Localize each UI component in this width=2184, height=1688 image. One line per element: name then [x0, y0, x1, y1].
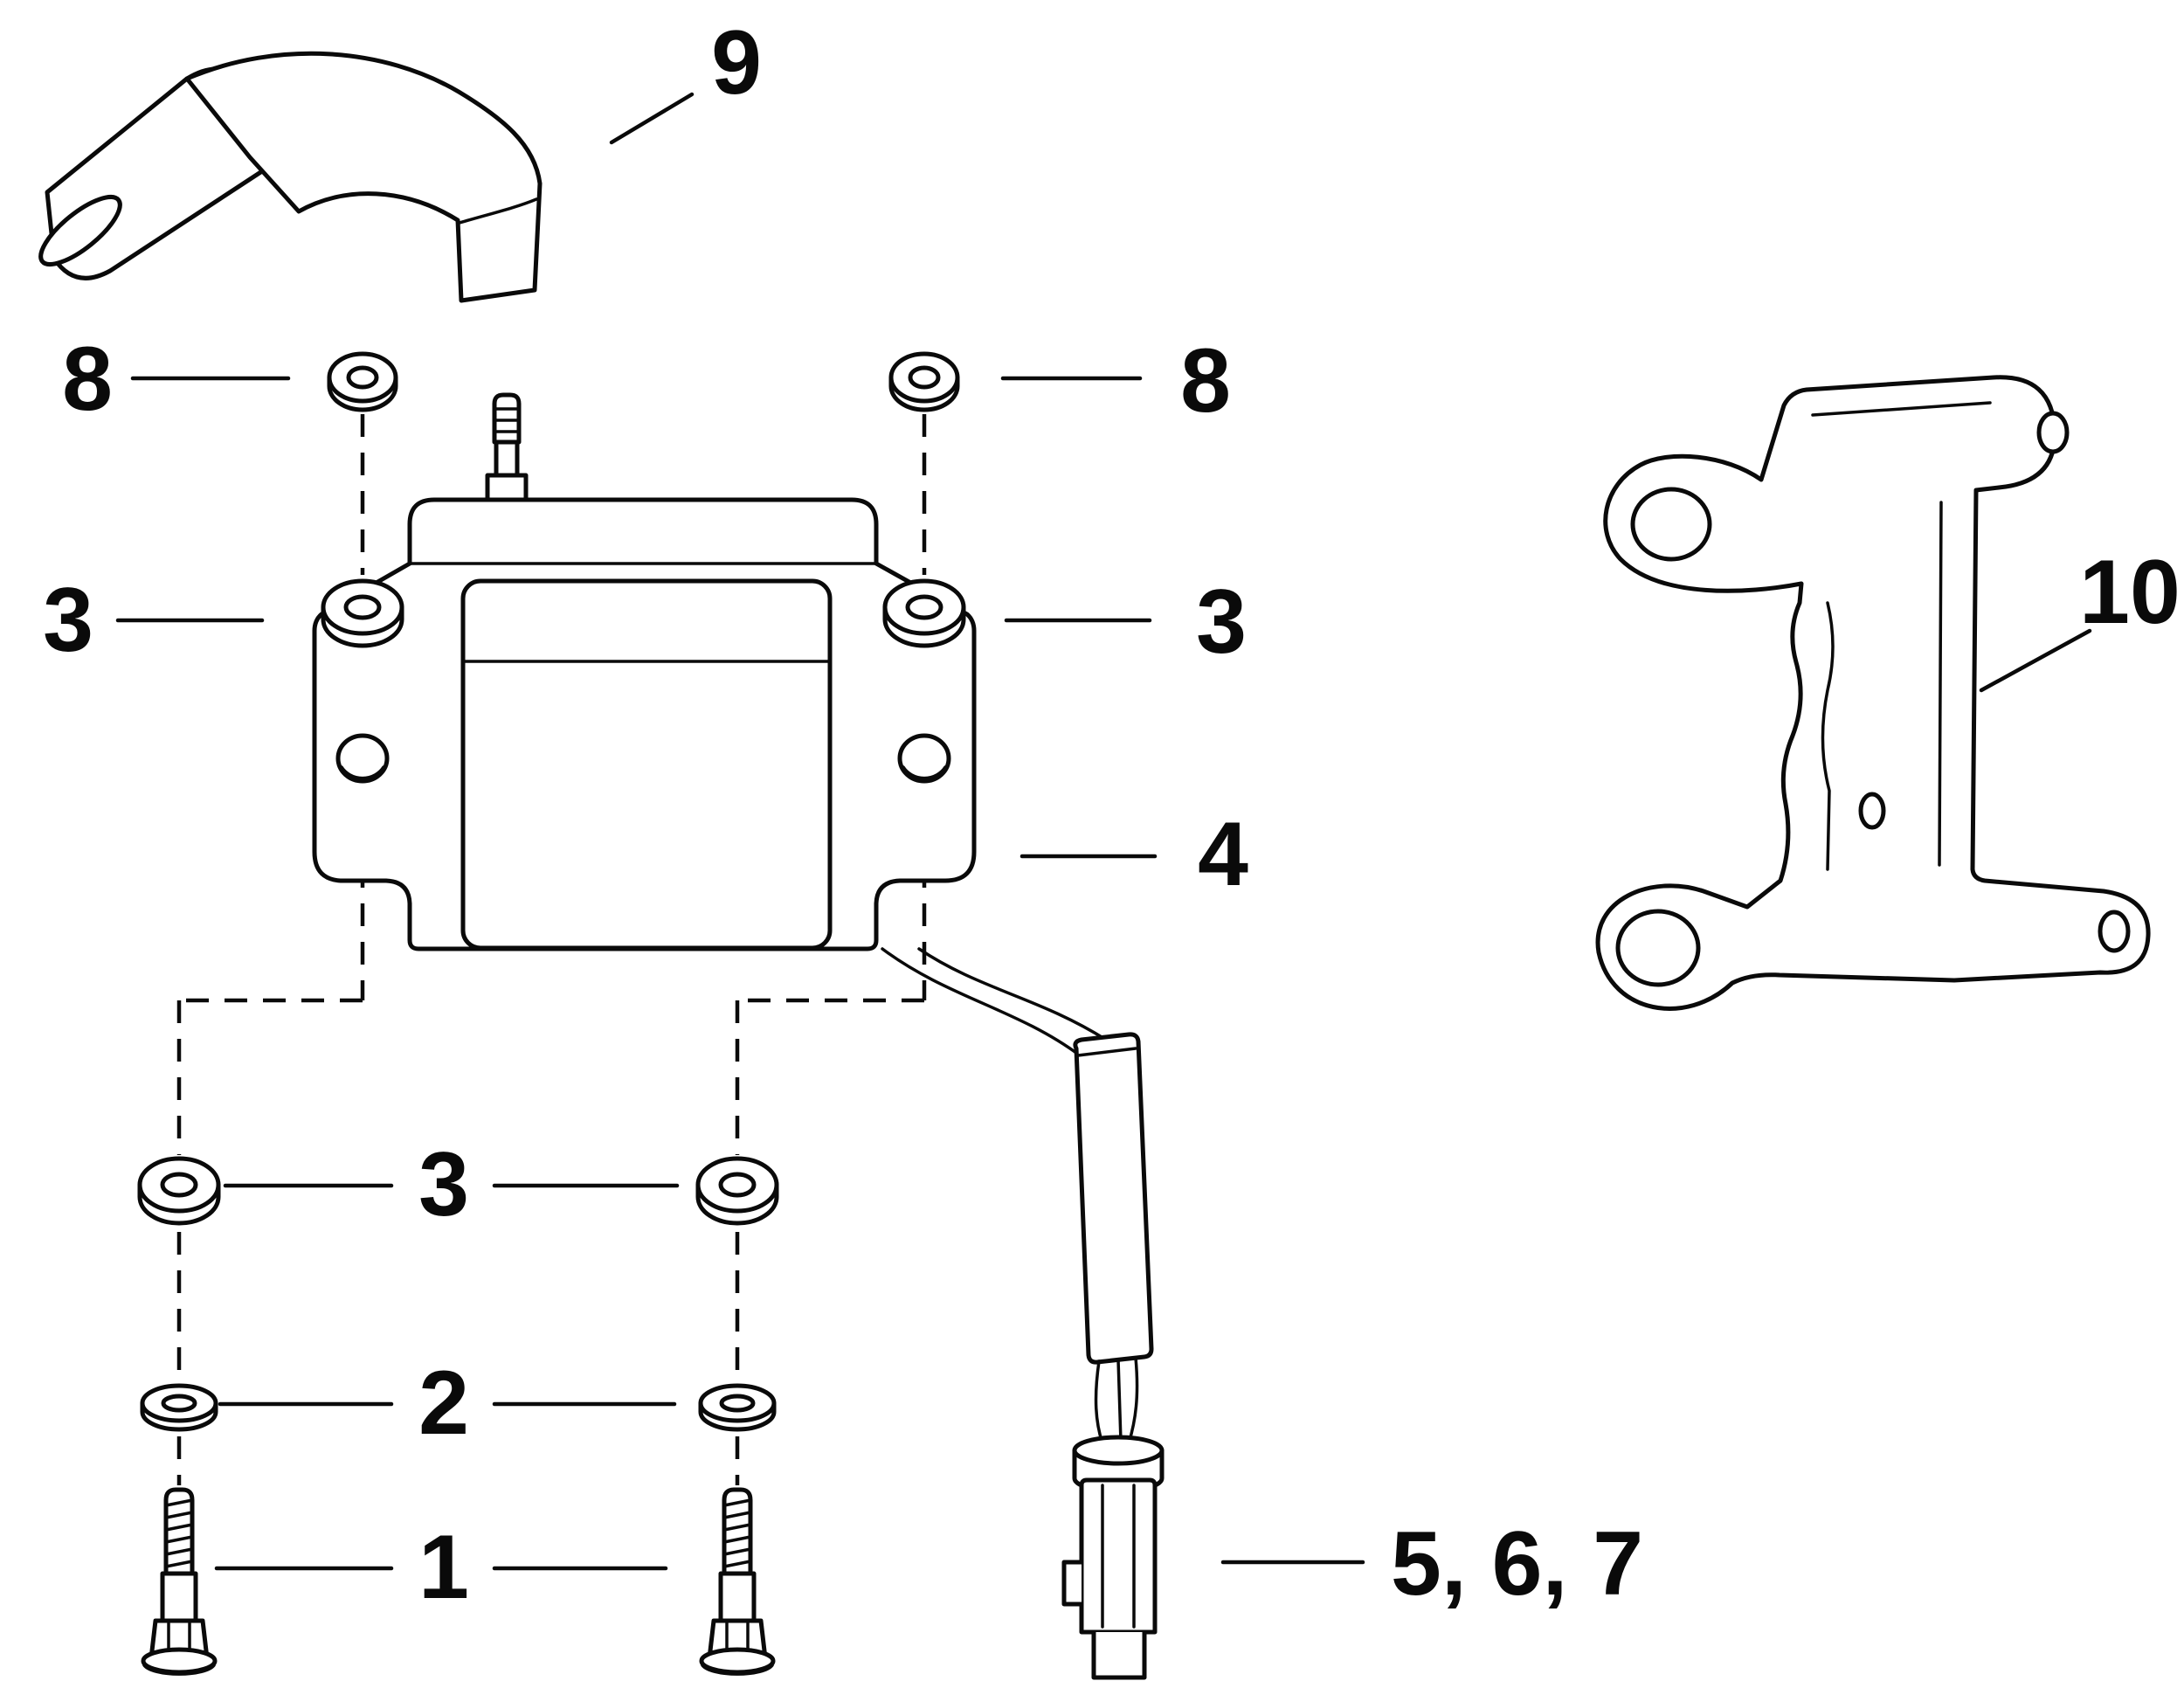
- screw-1-left: [143, 1490, 215, 1674]
- coil-mount-hole-right: [897, 733, 951, 784]
- boot-body: [184, 51, 543, 303]
- bracket-arm-inner-edge: [1811, 401, 1992, 417]
- connector-tip: [1091, 1629, 1147, 1680]
- bracket-hole-arm: [2036, 411, 2070, 454]
- callout-3-upper-left: 3: [43, 570, 93, 671]
- connector-body: [1079, 1477, 1158, 1635]
- coil-stud: [485, 392, 529, 502]
- connector-latch-tab: [1061, 1560, 1084, 1607]
- bracket-outline: [1595, 375, 2151, 1011]
- bracket-inner-contour-right: [1938, 501, 1943, 867]
- coil-mount-hole-left-shadow: [340, 765, 385, 780]
- grommet-3-upper-left: [323, 581, 402, 646]
- washer-8-right: [891, 354, 957, 410]
- leader-item9: [609, 92, 695, 145]
- spark-plug-boot: [38, 51, 543, 303]
- callout-4: 4: [1198, 804, 1248, 905]
- wire-outer: [881, 947, 1082, 1057]
- callout-8-right: 8: [1180, 330, 1231, 432]
- assembly-dashed-lines: [176, 414, 927, 1485]
- callout-5-6-7: 5, 6, 7: [1391, 1513, 1643, 1615]
- wire-strands: [1094, 1356, 1139, 1445]
- callout-2: 2: [418, 1352, 469, 1454]
- connector-body-ribs: [1101, 1484, 1136, 1629]
- bracket-hole-top-left: [1630, 487, 1712, 562]
- screw-1-right: [702, 1490, 773, 1674]
- leader-item10: [1979, 628, 2092, 693]
- coil-front-face: [460, 578, 833, 951]
- coil-lead-wire: [881, 947, 1154, 1445]
- callout-1: 1: [418, 1517, 469, 1618]
- callout-10: 10: [2079, 542, 2181, 643]
- grommet-3-lower-left: [140, 1159, 218, 1223]
- grommet-3-lower-right: [698, 1159, 777, 1223]
- washer-2-right: [701, 1386, 774, 1429]
- washer-8-left: [329, 354, 396, 410]
- boot-crease: [458, 197, 538, 225]
- connector-plug: [1061, 1435, 1165, 1680]
- dashed-line-left-upper: [179, 414, 365, 1003]
- boot-cap-opening: [38, 194, 122, 267]
- coil-mount-hole-left: [335, 733, 390, 784]
- bracket-hole-foot: [2098, 910, 2131, 953]
- wire-sleeve-top-edge: [1076, 1047, 1137, 1057]
- ignition-coil: [312, 392, 977, 951]
- grommet-3-upper-right: [885, 581, 964, 646]
- callout-3-upper-right: 3: [1196, 571, 1247, 673]
- callout-3-lower: 3: [418, 1134, 469, 1235]
- callout-9: 9: [711, 12, 762, 114]
- washer-2-left: [142, 1386, 216, 1429]
- connector-collar: [1072, 1435, 1165, 1466]
- wire-inner: [917, 947, 1108, 1041]
- bracket-hole-center: [1858, 792, 1886, 830]
- wire-sleeve: [1073, 1032, 1154, 1365]
- bracket-inner-contour-left: [1821, 601, 1835, 871]
- leader-lines: [115, 92, 2092, 1571]
- bracket-hole-bottom-left: [1615, 909, 1701, 987]
- callout-labels: 9 8 8 3 3 4 10 3 2 1 5, 6, 7: [43, 12, 2181, 1618]
- coil-mount-hole-right-shadow: [902, 765, 947, 780]
- callout-8-left: 8: [62, 329, 113, 430]
- dashed-line-right-upper: [737, 414, 927, 1003]
- mounting-bracket: [1595, 375, 2151, 1011]
